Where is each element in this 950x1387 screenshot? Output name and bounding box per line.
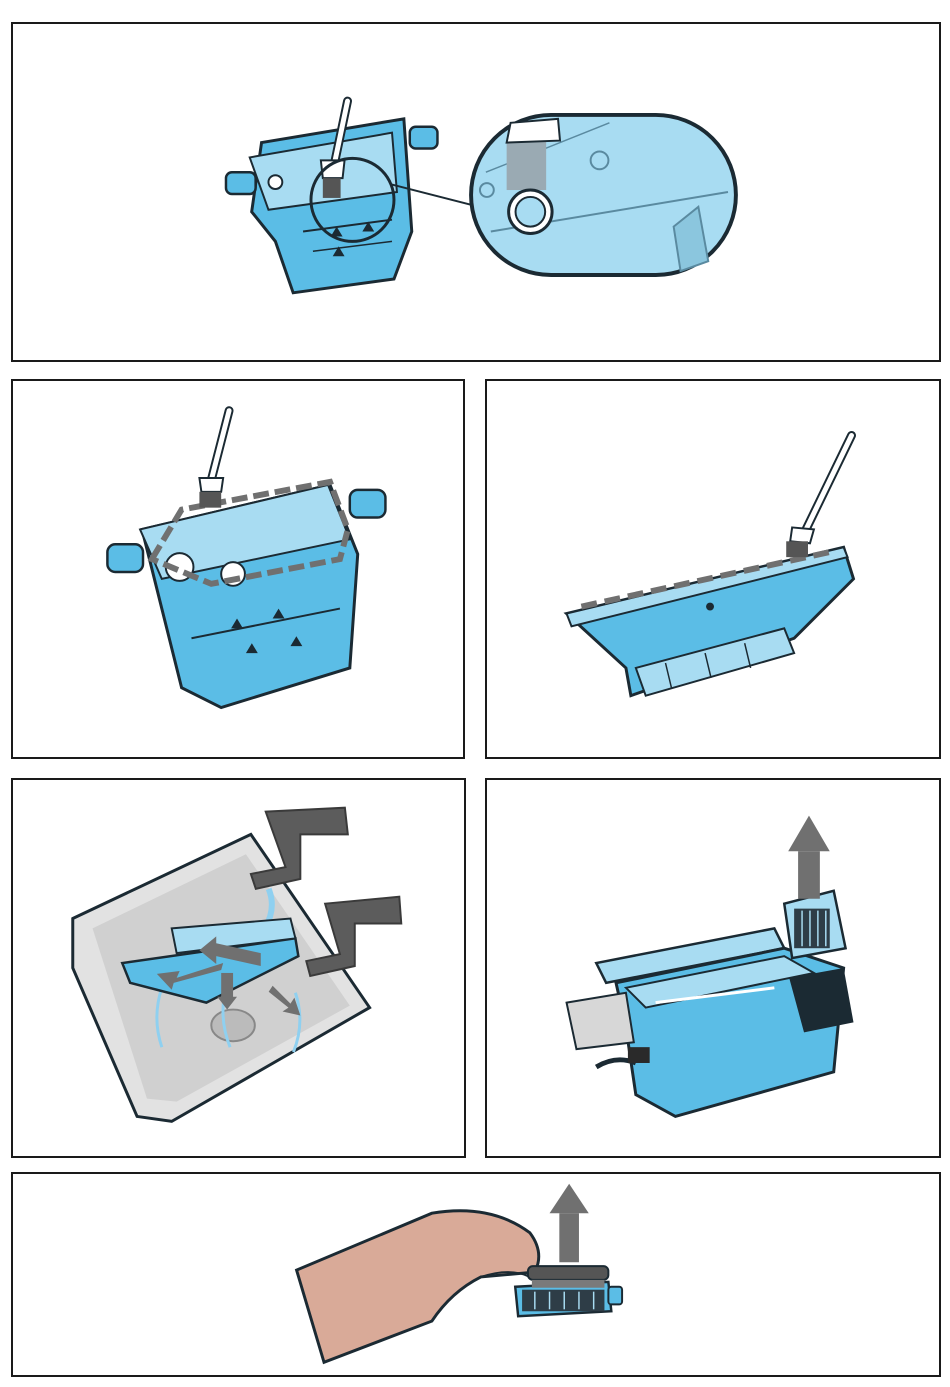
hand-icon bbox=[297, 1211, 539, 1362]
panel-brush-filter bbox=[11, 1172, 941, 1377]
up-arrow-icon bbox=[550, 1184, 589, 1262]
tray-hole-illustration bbox=[13, 24, 939, 360]
tray-icon bbox=[226, 119, 437, 293]
up-arrow-icon bbox=[788, 816, 830, 899]
brush-icon bbox=[528, 1266, 608, 1288]
brush-filter-illustration bbox=[13, 1174, 939, 1375]
panel-brush-lid bbox=[485, 379, 941, 759]
brush-icon bbox=[199, 411, 229, 508]
tray-open-icon bbox=[567, 928, 854, 1116]
panel-remove-filter bbox=[485, 778, 941, 1158]
filter-icon bbox=[784, 891, 845, 958]
panel-rinse-faucet bbox=[11, 778, 466, 1158]
brush-icon bbox=[786, 435, 851, 557]
lid-icon bbox=[567, 547, 854, 695]
panel-tray-hole-detail bbox=[11, 22, 941, 362]
rinse-illustration bbox=[13, 780, 464, 1156]
brush-rim-illustration bbox=[13, 381, 463, 757]
remove-filter-illustration bbox=[487, 780, 939, 1156]
magnifier-callout-icon bbox=[471, 115, 736, 275]
panel-brush-rim bbox=[11, 379, 465, 759]
brush-lid-illustration bbox=[487, 381, 939, 757]
